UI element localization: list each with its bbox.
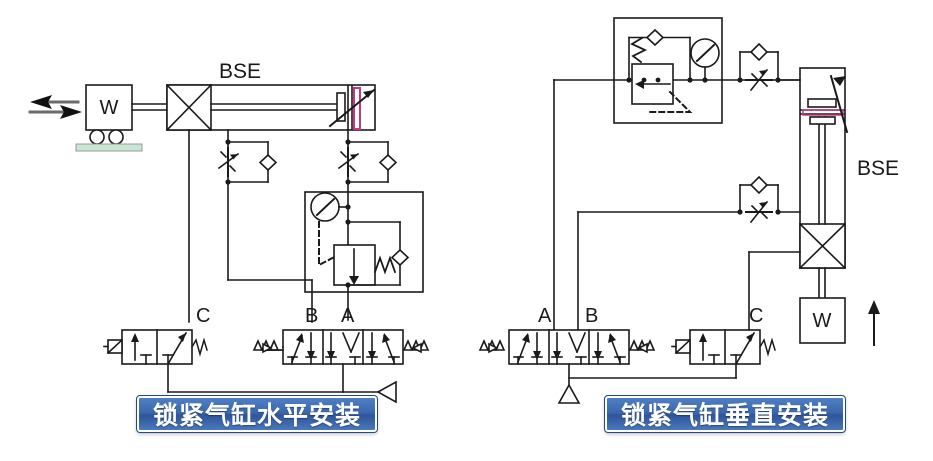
right-node-gauge xyxy=(702,77,708,83)
right-reg-check-valve xyxy=(645,28,665,47)
left-valve-main-actuator-left[interactable] xyxy=(252,339,284,354)
right-valve-main-actuator-left[interactable] xyxy=(478,339,506,354)
left-flow-control-a xyxy=(337,139,398,185)
right-flow-control-bottom xyxy=(737,175,781,224)
right-node-reg-m1 xyxy=(641,77,647,83)
left-ground-rail xyxy=(75,143,143,152)
right-lock-x2 xyxy=(798,222,847,270)
right-node-reg-r xyxy=(687,77,693,83)
right-cushion-arrowhead xyxy=(833,76,846,86)
left-valve-c[interactable] xyxy=(103,329,208,366)
right-cushion-arrow xyxy=(829,74,849,134)
left-label-b: B xyxy=(305,305,318,327)
right-relief-arrowhead xyxy=(635,80,644,89)
left-node-reg-bot xyxy=(345,282,351,288)
left-wheel-2 xyxy=(108,129,124,145)
load-motion-arrows xyxy=(28,100,80,114)
right-motion-arrow-up xyxy=(868,300,880,346)
left-label-c: C xyxy=(196,305,210,327)
right-circuit: BSE W xyxy=(478,17,899,404)
left-load-block xyxy=(85,84,133,131)
left-cushion-arrowhead xyxy=(363,90,374,98)
right-pilot-dashed xyxy=(647,90,693,113)
right-valve-main-actuator-right[interactable] xyxy=(628,339,656,354)
left-cylinder-seal xyxy=(353,87,361,130)
right-valve-c[interactable] xyxy=(671,329,776,366)
right-valve-main[interactable] xyxy=(478,329,656,365)
motion-arrow-left-icon xyxy=(30,95,52,109)
left-valve-main-actuator-right[interactable] xyxy=(402,339,430,354)
caption-right-vertical-mounting: 锁紧气缸垂直安装 xyxy=(604,395,846,433)
left-exhaust-port-icon xyxy=(376,380,397,404)
left-lock-x2 xyxy=(165,83,213,132)
right-cylinder-label: BSE xyxy=(857,157,899,180)
left-node-reg-top xyxy=(345,219,351,225)
left-valve-main[interactable] xyxy=(252,329,430,365)
right-piston-collar xyxy=(809,116,836,125)
right-label-b: B xyxy=(585,305,598,327)
left-flow-control-b xyxy=(217,139,278,185)
right-load-block xyxy=(799,297,846,344)
right-pressure-gauge xyxy=(690,38,720,68)
right-exhaust-port-icon xyxy=(557,383,581,404)
left-relief-spring xyxy=(373,255,397,275)
right-node-reg-m2 xyxy=(655,77,661,83)
left-relief-arrowhead xyxy=(349,276,359,285)
right-flow-control-top xyxy=(737,42,781,92)
right-load-label: W xyxy=(813,310,832,332)
left-wheel-1 xyxy=(89,129,105,145)
right-piston xyxy=(807,98,837,108)
left-pressure-gauge xyxy=(310,192,340,222)
right-relief-spring xyxy=(630,36,648,64)
right-cylinder-seal xyxy=(802,109,844,116)
right-node-reg-l xyxy=(626,77,632,83)
left-load-label: W xyxy=(100,97,119,119)
caption-left-horizontal-mounting: 锁紧气缸水平安装 xyxy=(136,395,378,433)
left-piston xyxy=(336,92,346,122)
left-label-a: A xyxy=(341,305,355,327)
right-label-a: A xyxy=(538,305,552,327)
motion-arrow-right-icon xyxy=(60,105,82,119)
left-cylinder-label: BSE xyxy=(219,60,261,83)
left-circuit: W xyxy=(28,60,430,404)
right-label-c: C xyxy=(749,305,763,327)
left-node-gauge xyxy=(345,204,351,210)
